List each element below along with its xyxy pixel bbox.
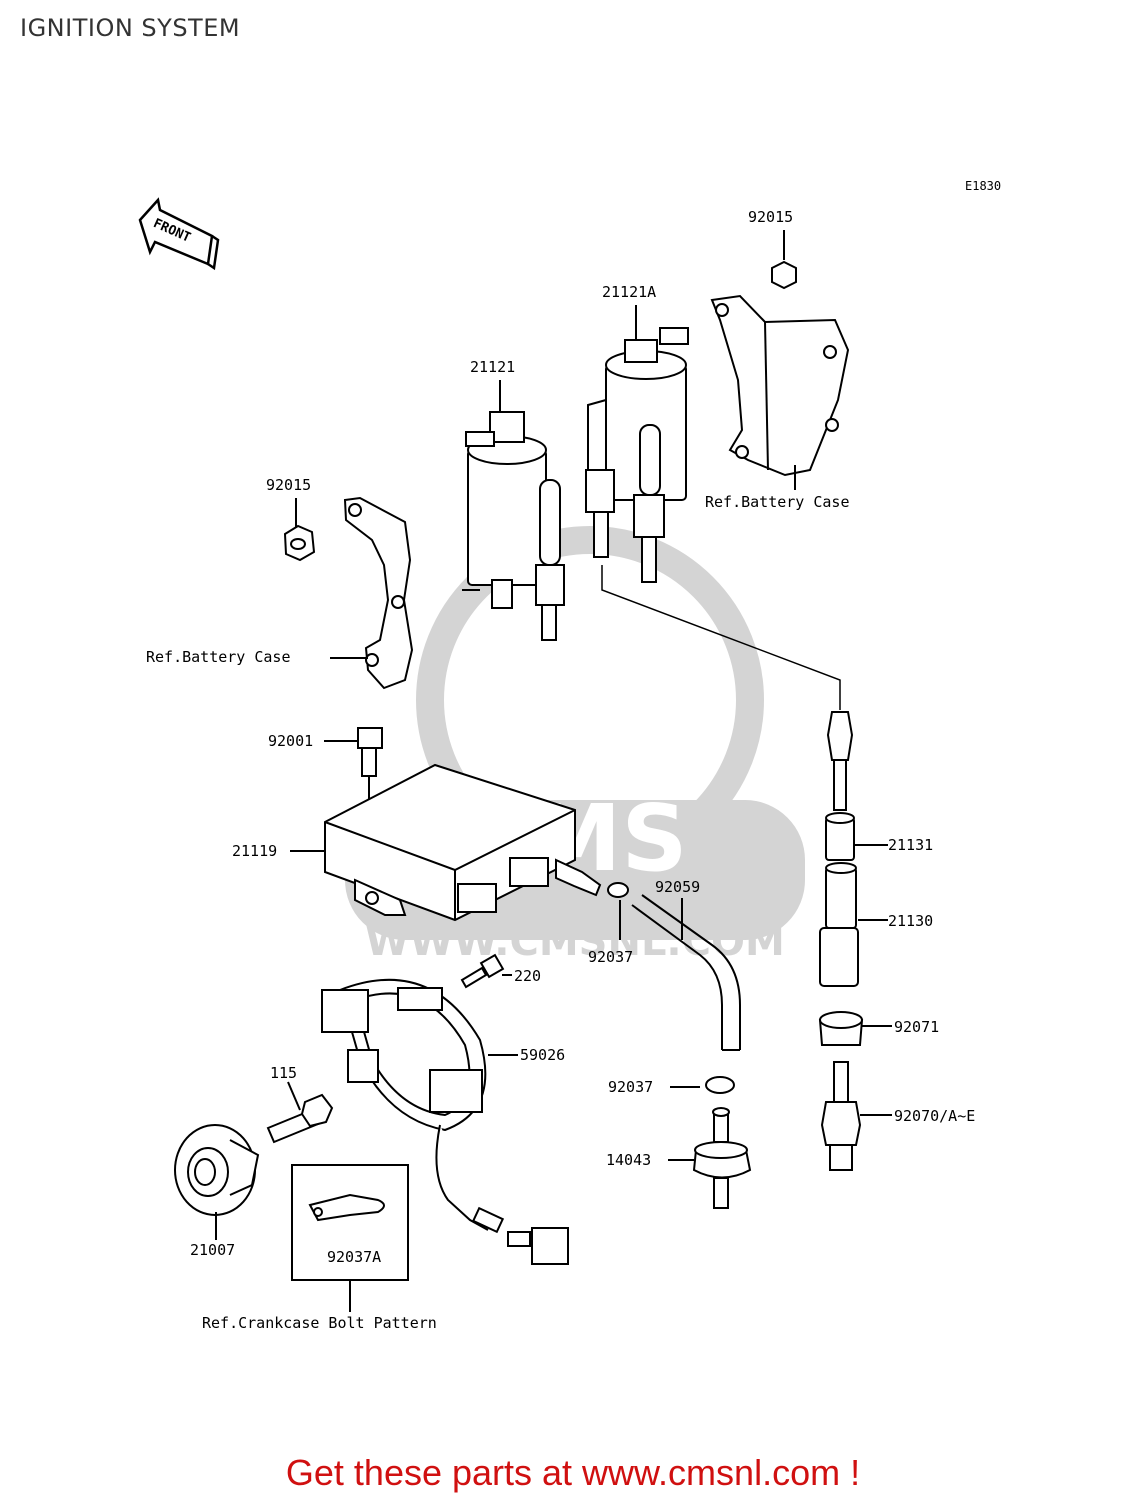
ignition-coil-21121 xyxy=(462,380,565,641)
callout-14043: 14043 xyxy=(606,1151,651,1169)
seal-92071 xyxy=(818,1011,892,1046)
callout-21007: 21007 xyxy=(190,1241,235,1259)
nut-92015-left xyxy=(283,498,316,562)
callout-21121A: 21121A xyxy=(602,283,656,301)
nut-92015-top xyxy=(771,230,797,290)
callout-21119: 21119 xyxy=(232,842,277,860)
ic-igniter-21119 xyxy=(290,763,602,922)
page-title: IGNITION SYSTEM xyxy=(20,14,241,42)
spark-plug-92070 xyxy=(820,1061,892,1171)
clamp-92037-upper xyxy=(607,882,629,940)
callout-ref-crankcase: Ref.Crankcase Bolt Pattern xyxy=(202,1314,437,1332)
callout-92037A: 92037A xyxy=(327,1248,381,1266)
clamp-92037-lower xyxy=(670,1076,735,1094)
callout-92015-left: 92015 xyxy=(266,476,311,494)
plug-cap-terminal xyxy=(826,711,854,811)
valve-14043 xyxy=(668,1107,752,1209)
ignition-coil-21121A xyxy=(585,305,689,583)
callout-ref-battery-case-right: Ref.Battery Case xyxy=(705,493,850,511)
callout-92015-top: 92015 xyxy=(748,208,793,226)
callout-92037-upper: 92037 xyxy=(588,948,633,966)
leader-coil-to-plugcap xyxy=(601,565,841,710)
watermark-url: WWW.CMSNL.COM xyxy=(365,919,785,965)
callout-92059: 92059 xyxy=(655,878,700,896)
screw-220 xyxy=(460,953,512,989)
callout-92037-lower: 92037 xyxy=(608,1078,653,1096)
get-parts-link[interactable]: Get these parts at www.cmsnl.com ! xyxy=(285,1452,861,1493)
front-arrow-icon: FRONT xyxy=(138,197,220,271)
callout-92070: 92070/A~E xyxy=(894,1107,975,1125)
callout-21131: 21131 xyxy=(888,836,933,854)
plug-cap-21130 xyxy=(819,862,888,987)
clamp-92037A-box xyxy=(291,1164,409,1312)
hose-92059 xyxy=(631,894,741,1051)
callout-92071: 92071 xyxy=(894,1018,939,1036)
battery-case-bracket-left xyxy=(330,496,414,690)
diagram-code: E1830 xyxy=(965,179,1001,193)
callout-220: 220 xyxy=(514,967,541,985)
callout-115: 115 xyxy=(270,1064,297,1082)
bolt-115 xyxy=(266,1081,334,1144)
callout-92001: 92001 xyxy=(268,732,313,750)
battery-case-bracket-right xyxy=(710,294,850,490)
callout-21121: 21121 xyxy=(470,358,515,376)
pickup-coil-59026 xyxy=(321,978,569,1265)
plug-cap-21131 xyxy=(825,812,888,861)
callout-21130: 21130 xyxy=(888,912,933,930)
timing-rotor-21007 xyxy=(174,1124,260,1240)
callout-59026: 59026 xyxy=(520,1046,565,1064)
callout-ref-battery-case-left: Ref.Battery Case xyxy=(146,648,291,666)
